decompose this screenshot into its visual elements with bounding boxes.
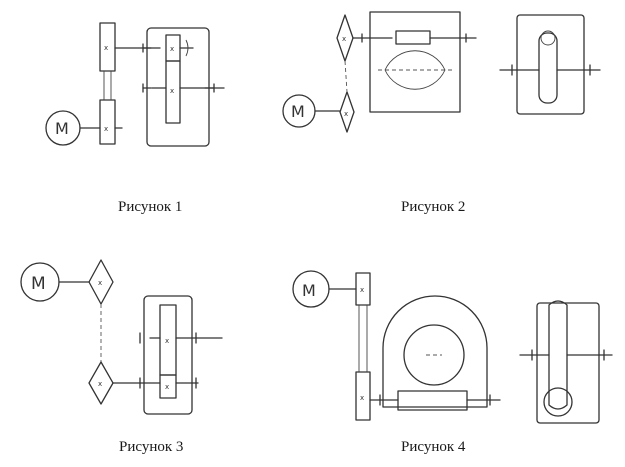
figure-4-caption: Рисунок 4 bbox=[401, 439, 466, 455]
worm-gearbox-housing bbox=[382, 295, 488, 408]
upper-pulley bbox=[355, 272, 371, 306]
mesh-mark: x bbox=[342, 35, 346, 43]
mesh-mark: x bbox=[104, 125, 108, 133]
figure-3-caption: Рисунок 3 bbox=[119, 439, 184, 455]
chain-line bbox=[344, 60, 348, 93]
figure-3: M x x x x Рисунок 3 bbox=[0, 230, 625, 467]
mesh-mark: x bbox=[98, 380, 102, 388]
mesh-mark: x bbox=[170, 45, 174, 53]
figure-4: M x x Рисунок 4 bbox=[0, 230, 625, 467]
figure-1-diagram: M x x x bbox=[45, 22, 225, 147]
mesh-mark: x bbox=[344, 110, 348, 118]
motor-label: M bbox=[31, 274, 46, 294]
worm-wheel bbox=[403, 324, 465, 386]
lower-sprocket bbox=[339, 91, 355, 133]
worm bbox=[395, 30, 431, 45]
upper-pulley bbox=[99, 22, 116, 72]
lower-pulley bbox=[355, 371, 371, 421]
worm-gearbox-side bbox=[516, 14, 585, 115]
shaft-arc bbox=[185, 39, 189, 57]
worm-section bbox=[543, 387, 573, 417]
lower-pulley bbox=[99, 99, 116, 145]
figure-2: M x x Рисунок 2 bbox=[0, 0, 625, 230]
motor-label: M bbox=[55, 119, 69, 138]
mesh-mark: x bbox=[360, 286, 364, 294]
figure-2-diagram: M x x bbox=[282, 11, 601, 133]
wheel-gear bbox=[165, 60, 181, 124]
mesh-mark: x bbox=[98, 279, 102, 287]
motor-label: M bbox=[291, 102, 305, 121]
worm-gearbox-housing bbox=[369, 11, 461, 113]
worm-gearbox-side bbox=[536, 302, 600, 424]
mesh-mark: x bbox=[165, 383, 169, 391]
gearbox-housing bbox=[146, 27, 210, 147]
figure-1-caption: Рисунок 1 bbox=[118, 199, 183, 215]
motor-label: M bbox=[302, 281, 316, 300]
figure-4-diagram: M x x bbox=[292, 270, 613, 424]
figure-3-diagram: M x x x x bbox=[20, 259, 223, 415]
worm-section bbox=[540, 30, 556, 46]
worm-wheel-side bbox=[548, 300, 568, 410]
figure-2-caption: Рисунок 2 bbox=[401, 199, 466, 215]
lower-sprocket bbox=[88, 361, 114, 405]
mesh-mark: x bbox=[170, 87, 174, 95]
mesh-mark: x bbox=[165, 337, 169, 345]
mesh-mark: x bbox=[360, 394, 364, 402]
worm-wheel-side bbox=[538, 32, 558, 104]
figure-1: M x x x bbox=[0, 0, 625, 230]
pinion-gear bbox=[159, 374, 177, 399]
mesh-mark: x bbox=[104, 44, 108, 52]
gearbox-housing bbox=[143, 295, 193, 415]
